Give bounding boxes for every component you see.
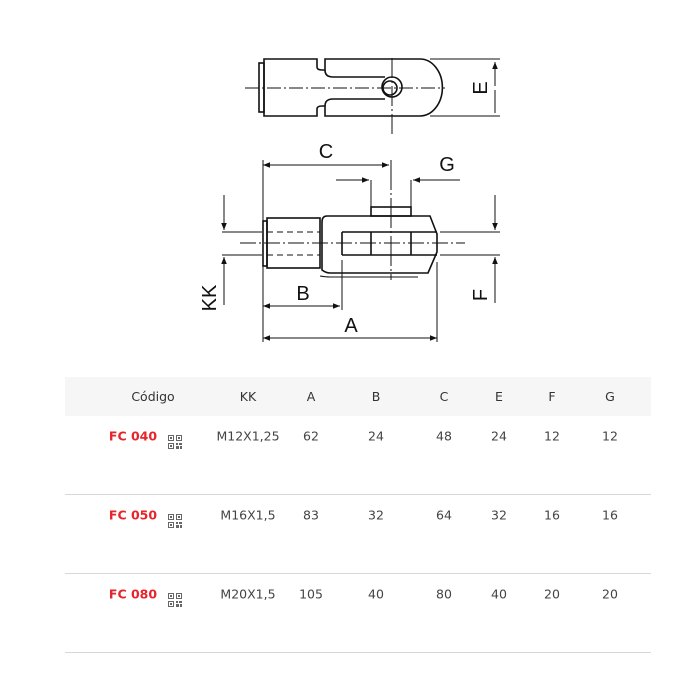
cell-e: 32	[491, 507, 507, 523]
table-row: FC 080 M20X1,5 105 40 80 40 20 20	[65, 574, 651, 653]
dim-label-kk: KK	[199, 284, 221, 311]
qr-code-icon[interactable]	[168, 514, 182, 528]
cell-g: 12	[602, 428, 618, 444]
qr-code-icon[interactable]	[168, 593, 182, 607]
qr-code-icon[interactable]	[168, 435, 182, 449]
header-kk: KK	[239, 389, 257, 404]
header-g: G	[605, 389, 615, 404]
cell-kk: M20X1,5	[220, 586, 276, 602]
table-header: Código KK A B C E F G	[65, 377, 651, 416]
technical-drawing: E C G KK B F A	[199, 0, 700, 342]
cell-a: 105	[299, 586, 323, 602]
dimensions-table: Código KK A B C E F G FC 040 M12X1,25 62…	[65, 377, 651, 653]
cell-kk: M16X1,5	[220, 507, 276, 523]
cell-c: 48	[436, 428, 452, 444]
dim-label-f: F	[470, 289, 492, 301]
cell-b: 32	[368, 507, 384, 523]
cell-f: 16	[544, 507, 560, 523]
product-code-link[interactable]: FC 040	[108, 428, 158, 444]
table-row: FC 050 M16X1,5 83 32 64 32 16 16	[65, 495, 651, 574]
dim-label-e: E	[470, 81, 492, 94]
header-a: A	[306, 389, 316, 404]
header-c: C	[439, 389, 449, 404]
dim-label-a: A	[344, 315, 358, 337]
product-code-link[interactable]: FC 050	[108, 507, 158, 523]
cell-f: 12	[544, 428, 560, 444]
cell-c: 80	[436, 586, 452, 602]
cell-c: 64	[436, 507, 452, 523]
header-e: E	[495, 389, 503, 404]
header-b: B	[371, 389, 381, 404]
cell-a: 62	[303, 428, 319, 444]
side-view	[221, 160, 500, 342]
cell-b: 40	[368, 586, 384, 602]
dim-label-g: G	[439, 154, 455, 176]
cell-kk: M12X1,25	[216, 428, 280, 444]
cell-g: 20	[602, 586, 618, 602]
table-row: FC 040 M12X1,25 62 24 48 24 12 12	[65, 416, 651, 495]
cell-b: 24	[368, 428, 384, 444]
header-codigo: Código	[131, 389, 175, 404]
header-f: F	[548, 389, 556, 404]
cell-e: 40	[491, 586, 507, 602]
product-code-link[interactable]: FC 080	[108, 586, 158, 602]
dim-label-c: C	[319, 141, 333, 163]
cell-f: 20	[544, 586, 560, 602]
cell-a: 83	[303, 507, 319, 523]
cell-g: 16	[602, 507, 618, 523]
cell-e: 24	[491, 428, 507, 444]
top-view	[245, 58, 500, 134]
dim-label-b: B	[296, 283, 309, 305]
